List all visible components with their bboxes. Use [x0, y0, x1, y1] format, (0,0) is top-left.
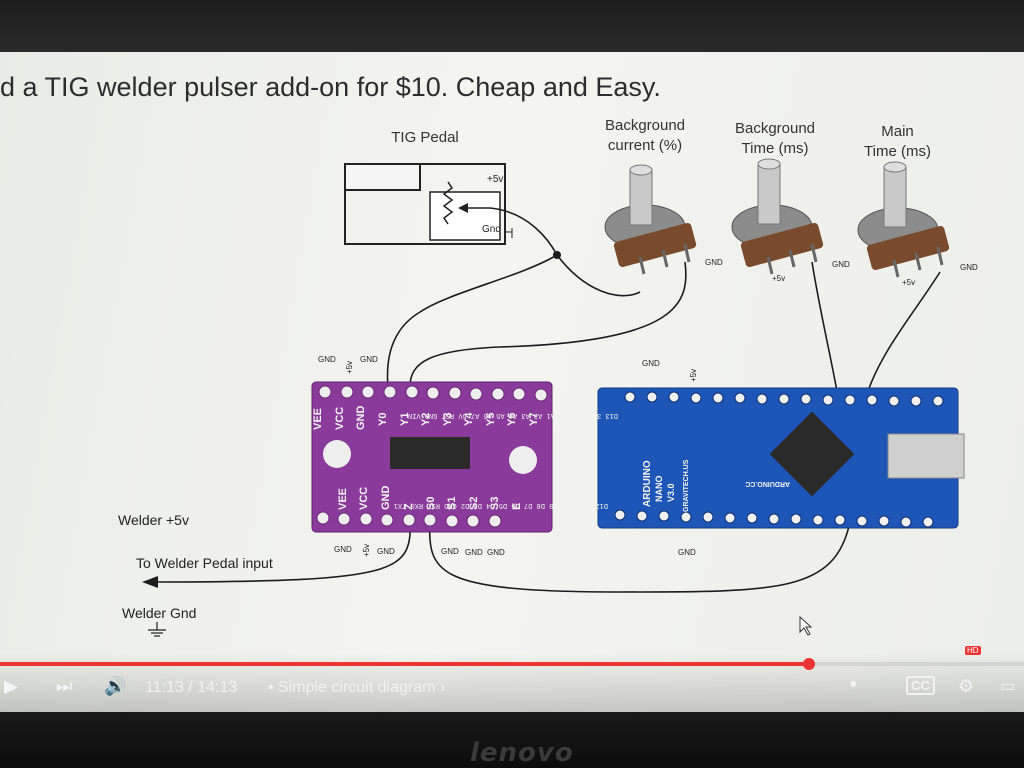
svg-text:GND: GND [832, 260, 850, 269]
next-icon[interactable]: ⏭ [56, 676, 73, 696]
multiplexer-board: VEE VCC GND Y0 Y1 Y2 Y3 Y4 Y5 Y6 Y7 VEE … [311, 355, 553, 557]
svg-text:VEE: VEE [337, 488, 349, 510]
welder-ground-symbol [148, 622, 166, 637]
svg-text:D12 D11 D10 D9 D8 D7 D6 D5 D4: D12 D11 D10 D9 D8 D7 D6 D5 D4 D3 D2 GND … [394, 501, 608, 509]
svg-text:GND: GND [334, 545, 352, 554]
welder-plus5-label: Welder +5v [118, 512, 189, 528]
potentiometer-background-time [731, 158, 824, 275]
svg-text:Gnd: Gnd [482, 224, 501, 235]
svg-text:ARDUINO.CC: ARDUINO.CC [745, 480, 790, 487]
play-icon[interactable]: ▶ [4, 676, 18, 696]
svg-text:GND: GND [960, 263, 978, 272]
svg-text:GND: GND [380, 486, 392, 511]
progress-scrubber[interactable] [802, 658, 815, 670]
svg-text:Y4: Y4 [463, 412, 475, 426]
svg-text:Y7: Y7 [528, 413, 540, 426]
svg-text:Y3: Y3 [442, 413, 454, 426]
svg-text:GND: GND [642, 359, 660, 368]
welder-pedal-input-label: To Welder Pedal input [136, 555, 273, 571]
svg-text:V3.0: V3.0 [666, 483, 676, 502]
svg-text:Y2: Y2 [420, 413, 432, 426]
svg-text:NANO: NANO [654, 476, 664, 503]
video-title: d a TIG welder pulser add-on for $10. Ch… [0, 72, 661, 102]
svg-text:+5v: +5v [689, 369, 698, 382]
svg-text:ARDUINO: ARDUINO [642, 460, 653, 507]
svg-text:E: E [511, 503, 523, 510]
wire-junction [553, 251, 561, 259]
miniplayer-icon[interactable]: ▭ [1000, 678, 1016, 695]
svg-text:GND: GND [377, 547, 395, 556]
svg-text:+5v: +5v [902, 278, 915, 287]
svg-text:+5v: +5v [772, 274, 785, 283]
svg-text:+5v: +5v [345, 361, 354, 374]
progress-bar[interactable] [0, 658, 1024, 670]
pedal-input-arrow [142, 576, 158, 588]
monitor-bezel-top [0, 0, 1024, 52]
lenovo-logo: lenovo [470, 738, 574, 768]
svg-text:Y0: Y0 [377, 413, 389, 426]
svg-text:GRAVITECH.US: GRAVITECH.US [683, 459, 690, 512]
autoplay-toggle-icon[interactable]: ⏺ [850, 676, 857, 691]
svg-text:D13 3V3 REF A0 A1 A2 A3 A4 A5: D13 3V3 REF A0 A1 A2 A3 A4 A5 A6 A7 5V R… [408, 411, 618, 419]
svg-text:GND: GND [441, 547, 459, 556]
tig-pedal-label: TIG Pedal [391, 129, 459, 146]
svg-text:GND: GND [355, 406, 367, 431]
svg-text:S0: S0 [425, 497, 437, 510]
mouse-cursor-icon [799, 615, 813, 636]
welder-gnd-label: Welder Gnd [122, 605, 197, 621]
svg-text:+5v: +5v [362, 544, 371, 557]
svg-text:S2: S2 [468, 497, 480, 510]
chapter-title[interactable]: • Simple circuit diagram › [268, 679, 446, 696]
svg-text:GND: GND [465, 548, 483, 557]
svg-text:GND: GND [360, 355, 378, 364]
svg-text:Z: Z [403, 503, 415, 510]
arduino-nano-board: D13 3V3 REF A0 A1 A2 A3 A4 A5 A6 A7 5V R… [394, 359, 965, 557]
progress-fill [0, 662, 809, 666]
svg-text:+5v: +5v [487, 174, 503, 185]
svg-text:GND: GND [318, 355, 336, 364]
svg-text:VCC: VCC [334, 407, 346, 430]
svg-text:GND: GND [705, 258, 723, 267]
wires [149, 207, 941, 593]
hd-badge: HD [965, 646, 981, 655]
svg-text:S1: S1 [446, 497, 458, 510]
settings-gear-icon[interactable]: ⚙ [958, 676, 975, 696]
svg-text:GND: GND [678, 548, 696, 557]
svg-text:VCC: VCC [358, 487, 370, 510]
svg-text:GND: GND [487, 548, 505, 557]
svg-text:Y6: Y6 [506, 413, 518, 426]
time-display: 11:13 / 14:13 [145, 679, 238, 696]
potentiometer-main-time [857, 161, 950, 278]
potentiometer-background-current [604, 164, 697, 275]
captions-button[interactable]: CC [906, 676, 935, 695]
svg-text:Y5: Y5 [485, 413, 497, 426]
svg-text:S3: S3 [489, 497, 501, 510]
monitor-bezel-bottom: lenovo [0, 712, 1024, 768]
svg-text:VEE: VEE [312, 408, 324, 430]
svg-text:Y1: Y1 [399, 413, 411, 426]
tig-pedal: +5v Gnd [344, 163, 513, 245]
video-frame[interactable]: d a TIG welder pulser add-on for $10. Ch… [0, 52, 1024, 712]
circuit-diagram: +5v Gnd [142, 158, 978, 637]
volume-icon[interactable]: 🔊 [104, 676, 127, 696]
video-player-controls: ▶ ⏭ 🔊 11:13 / 14:13 • Simple circuit dia… [0, 646, 1024, 712]
